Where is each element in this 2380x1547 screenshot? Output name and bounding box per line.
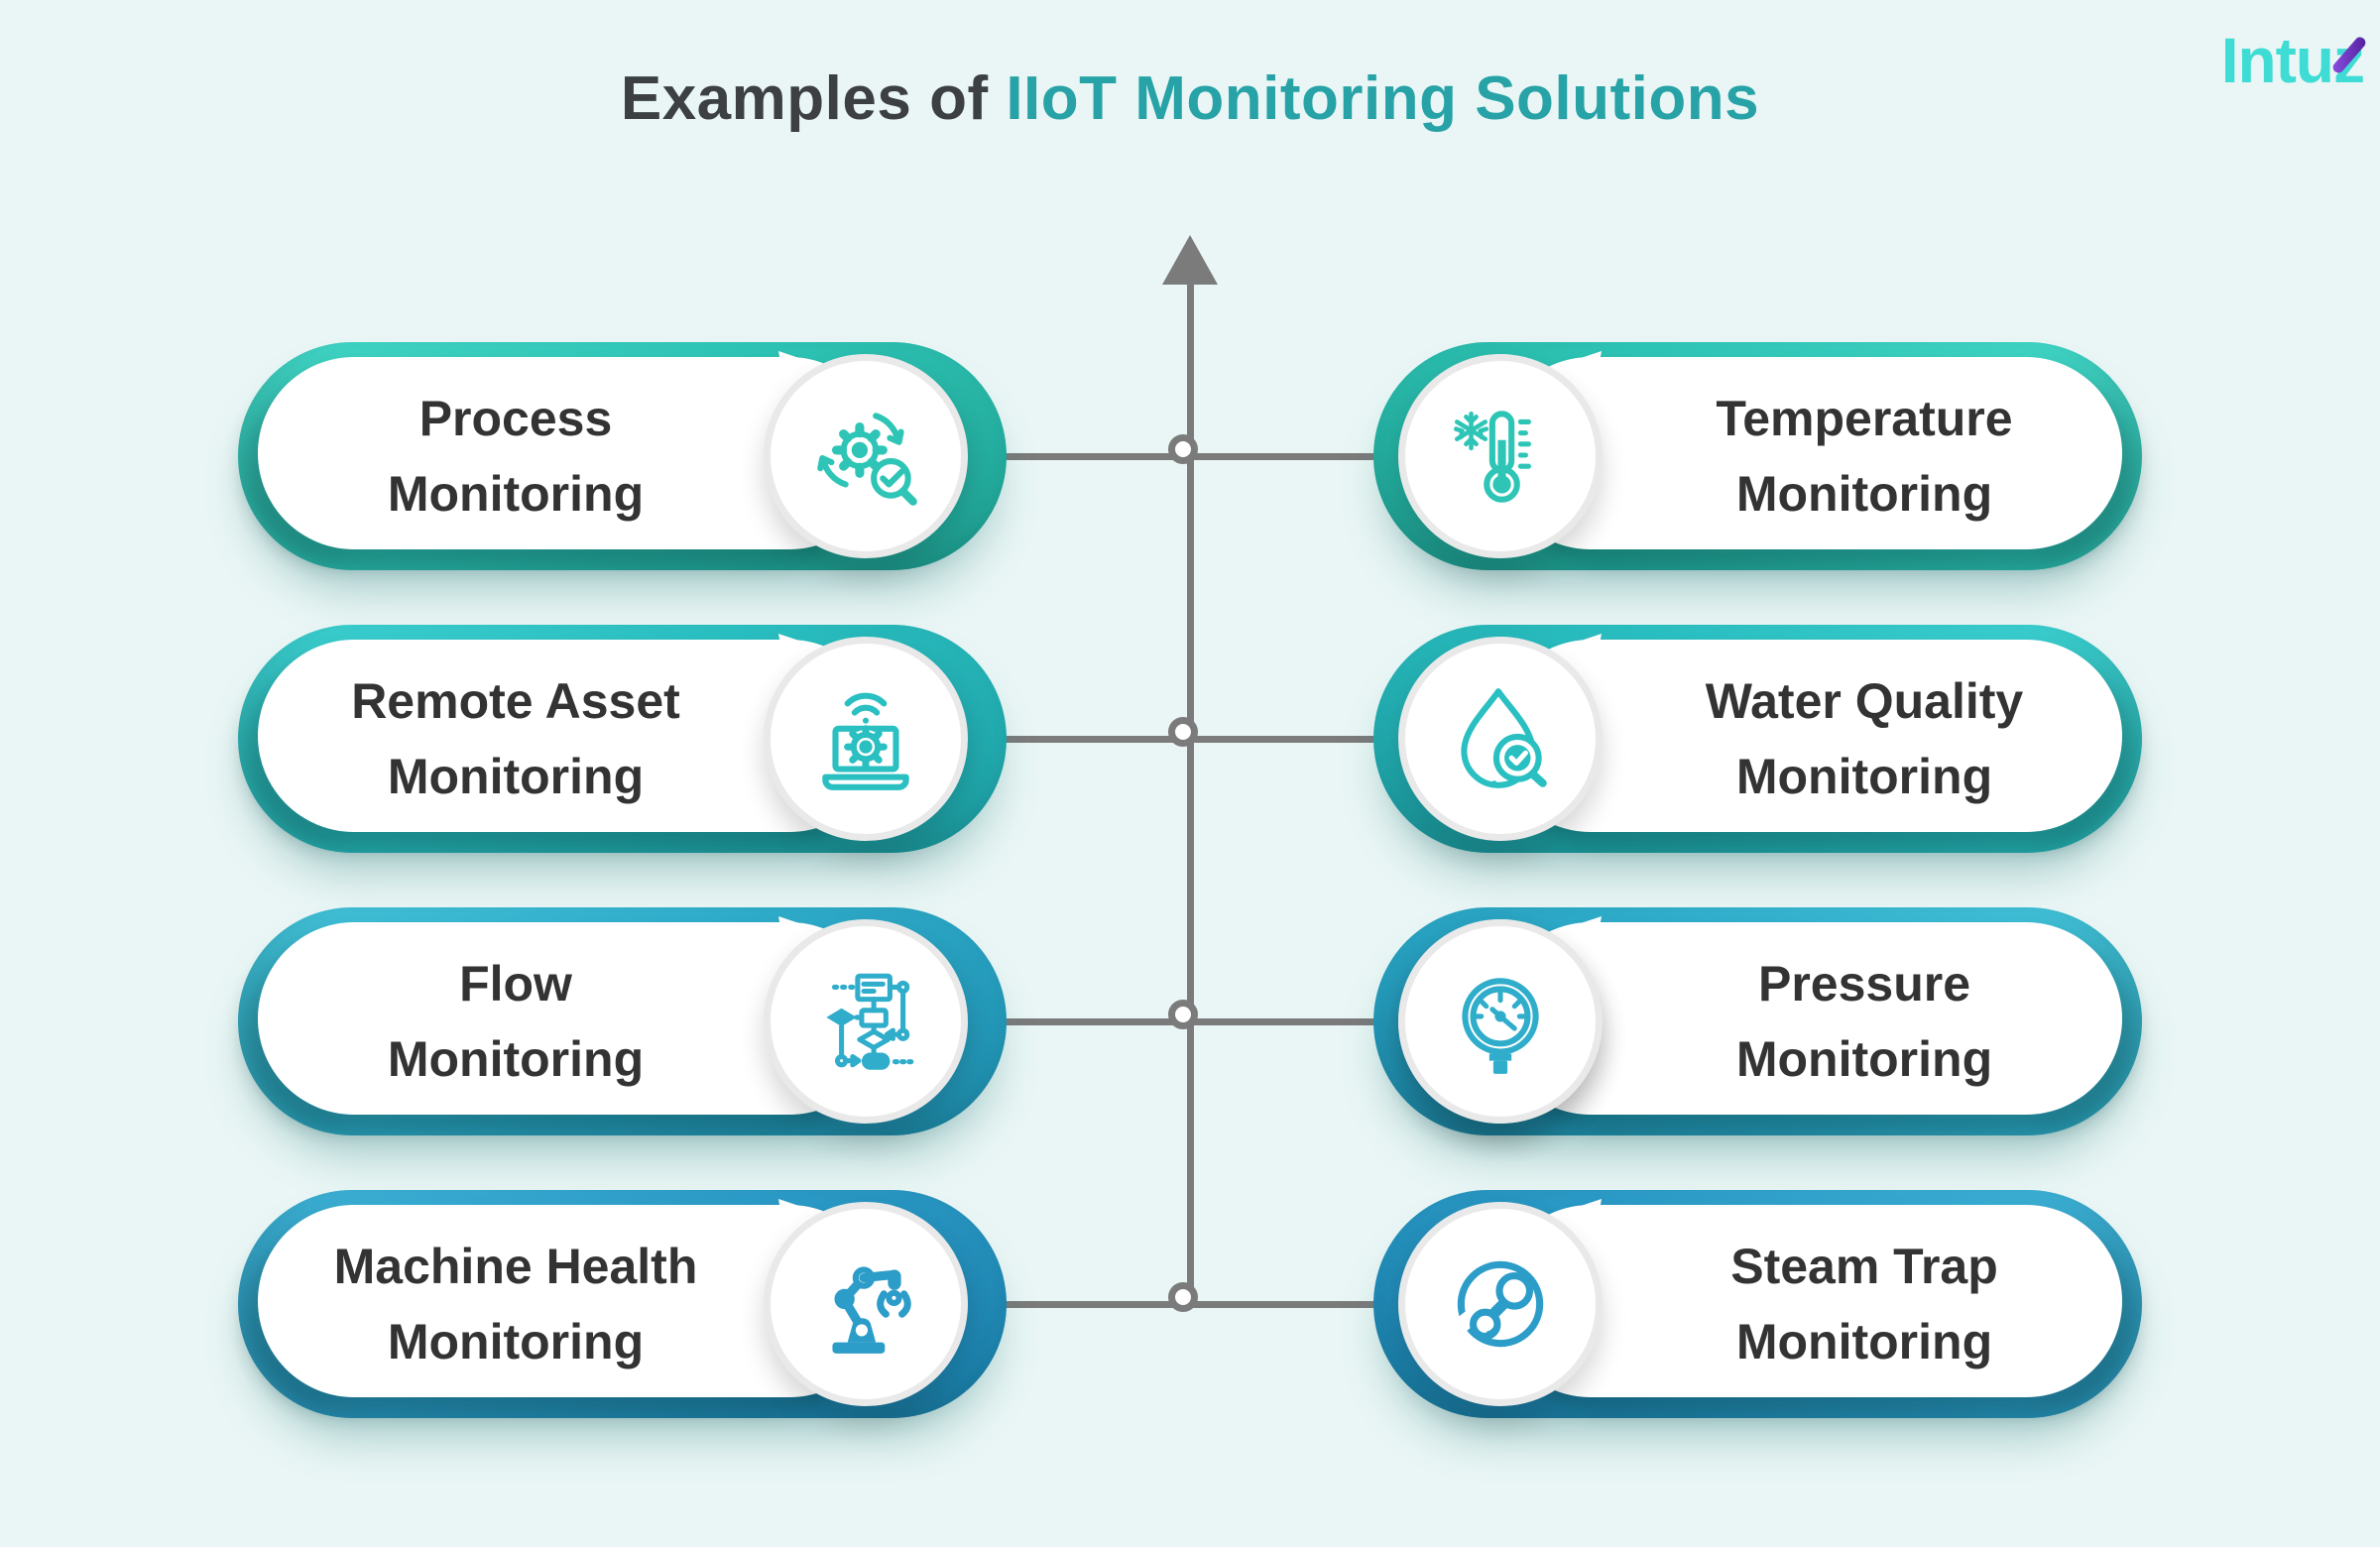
card-label-line1: Process bbox=[418, 391, 613, 446]
card-flow-monitoring: Flow Monitoring bbox=[238, 907, 1007, 1135]
logo-text: Intu bbox=[2220, 25, 2334, 96]
card-label: Flow Monitoring bbox=[278, 907, 754, 1135]
page-title-highlight: IIoT Monitoring Solutions bbox=[1006, 64, 1760, 133]
card-label: Remote Asset Monitoring bbox=[278, 625, 754, 853]
laptop-gear-wifi-icon bbox=[764, 637, 968, 841]
timeline-node-row1 bbox=[1168, 434, 1198, 464]
steam-trap-icon bbox=[1398, 1202, 1603, 1406]
timeline-vertical-line bbox=[1187, 268, 1194, 1307]
card-steam-trap-monitoring: Steam Trap Monitoring bbox=[1373, 1190, 2142, 1418]
robotic-arm-icon bbox=[764, 1202, 968, 1406]
card-water-quality-monitoring: Water Quality Monitoring bbox=[1373, 625, 2142, 853]
page-title: Examples of IIoT Monitoring Solutions bbox=[0, 63, 2380, 134]
card-label-line2: Monitoring bbox=[1735, 1031, 1993, 1087]
card-label-line1: Remote Asset bbox=[351, 673, 680, 729]
card-remote-asset-monitoring: Remote Asset Monitoring bbox=[238, 625, 1007, 853]
card-label-line2: Monitoring bbox=[1735, 749, 1993, 804]
water-drop-magnifier-icon bbox=[1398, 637, 1603, 841]
card-label: Pressure Monitoring bbox=[1626, 907, 2102, 1135]
flowchart-icon bbox=[764, 919, 968, 1124]
card-label-line1: Flow bbox=[459, 956, 572, 1012]
card-label: Machine Health Monitoring bbox=[278, 1190, 754, 1418]
card-label-line2: Monitoring bbox=[1735, 1314, 1993, 1369]
card-label: Process Monitoring bbox=[278, 342, 754, 570]
card-label-line2: Monitoring bbox=[387, 1314, 645, 1369]
card-machine-health-monitoring: Machine Health Monitoring bbox=[238, 1190, 1007, 1418]
card-process-monitoring: Process Monitoring bbox=[238, 342, 1007, 570]
timeline-node-row3 bbox=[1168, 1000, 1198, 1029]
card-label-line2: Monitoring bbox=[387, 1031, 645, 1087]
card-label: Water Quality Monitoring bbox=[1626, 625, 2102, 853]
card-label-line1: Water Quality bbox=[1705, 673, 2024, 729]
card-label: Steam Trap Monitoring bbox=[1626, 1190, 2102, 1418]
card-label-line2: Monitoring bbox=[1735, 466, 1993, 522]
page-title-prefix: Examples of bbox=[620, 64, 1007, 133]
card-label-line1: Pressure bbox=[1757, 956, 1971, 1012]
gear-search-icon bbox=[764, 354, 968, 558]
card-label: Temperature Monitoring bbox=[1626, 342, 2102, 570]
intuz-logo: Intuz bbox=[2220, 24, 2368, 97]
card-label-line1: Steam Trap bbox=[1730, 1239, 1998, 1294]
card-pressure-monitoring: Pressure Monitoring bbox=[1373, 907, 2142, 1135]
thermometer-snowflake-icon bbox=[1398, 354, 1603, 558]
card-label-line2: Monitoring bbox=[387, 466, 645, 522]
pressure-gauge-icon bbox=[1398, 919, 1603, 1124]
card-label-line2: Monitoring bbox=[387, 749, 645, 804]
timeline-node-row2 bbox=[1168, 717, 1198, 747]
card-label-line1: Temperature bbox=[1716, 391, 2013, 446]
card-temperature-monitoring: Temperature Monitoring bbox=[1373, 342, 2142, 570]
timeline-node-row4 bbox=[1168, 1282, 1198, 1312]
card-label-line1: Machine Health bbox=[333, 1239, 698, 1294]
